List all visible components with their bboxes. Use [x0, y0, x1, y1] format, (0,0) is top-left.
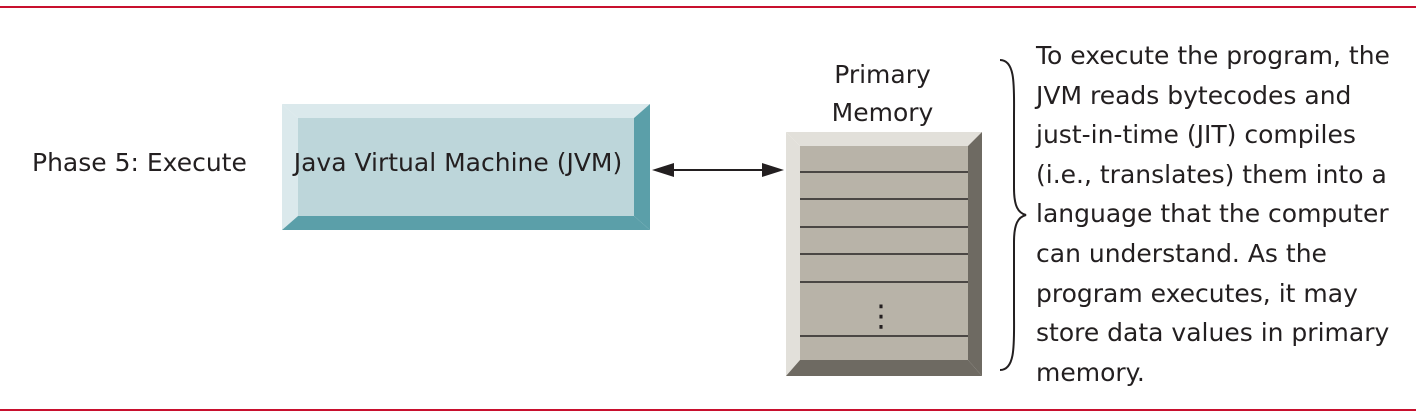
- top-rule: [0, 6, 1416, 8]
- memory-title-line1: Primary: [834, 60, 931, 89]
- memory-ellipsis: ⋮: [866, 299, 896, 334]
- bidirectional-arrow: [652, 163, 784, 177]
- jvm-box: Java Virtual Machine (JVM): [282, 104, 650, 230]
- execution-description: To execute the program, the JVM reads by…: [1036, 41, 1390, 387]
- bottom-rule: [0, 409, 1416, 411]
- phase-label: Phase 5: Execute: [32, 148, 247, 177]
- primary-memory-block: ⋮: [786, 132, 982, 376]
- jvm-label: Java Virtual Machine (JVM): [293, 148, 623, 177]
- memory-title-line2: Memory: [831, 98, 934, 127]
- memory-title: Primary Memory: [800, 56, 965, 132]
- curly-brace: [999, 59, 1027, 371]
